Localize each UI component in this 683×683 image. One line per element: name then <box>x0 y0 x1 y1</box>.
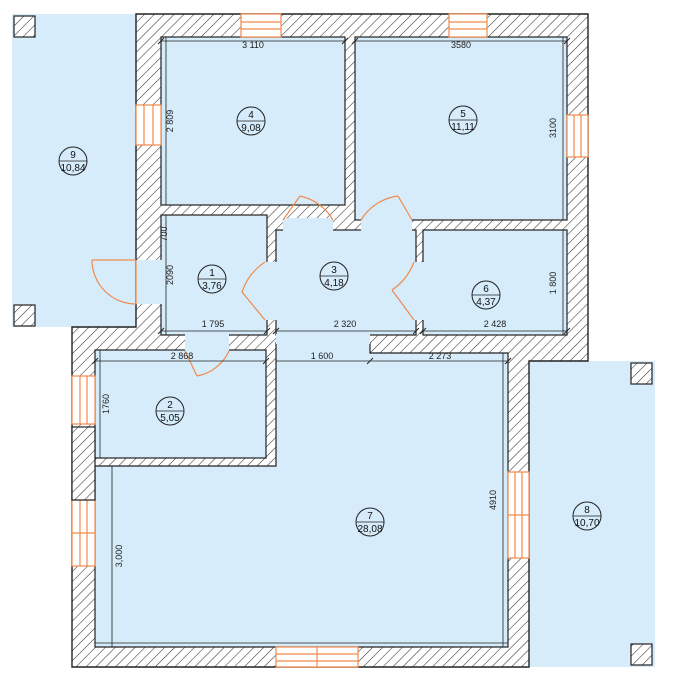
room-3-number: 3 <box>331 265 337 276</box>
dim-2809: 2 809 <box>165 110 175 133</box>
dim-1795: 1 795 <box>202 319 225 329</box>
door-room1 <box>241 261 266 321</box>
room-8-area-label: 10,70 <box>574 518 599 529</box>
window-top-right <box>448 13 488 38</box>
dim-2273: 2 273 <box>429 351 452 361</box>
door-openings <box>136 218 424 351</box>
room-7-area <box>94 342 509 648</box>
door-entrance <box>91 259 137 305</box>
dim-2868: 2 868 <box>171 351 194 361</box>
room-8-number: 8 <box>584 505 590 516</box>
room-1-area-label: 3,76 <box>202 281 222 292</box>
dim-1800: 1 800 <box>548 272 558 295</box>
dim-700: 700 <box>159 226 169 241</box>
dimension-labels: 3 110 3580 2 809 3100 700 2090 1 800 1 7… <box>101 40 558 567</box>
room-2-number: 2 <box>167 400 173 411</box>
doors <box>91 195 415 377</box>
room-6-area-label: 4,37 <box>476 297 496 308</box>
dim-2320: 2 320 <box>334 319 357 329</box>
room-label-3: 3 4,18 <box>319 261 349 291</box>
room-9-number: 9 <box>70 150 76 161</box>
room-label-1: 1 3,76 <box>197 264 227 294</box>
room-4-area-label: 9,08 <box>241 123 261 134</box>
room-2-area-label: 5,05 <box>160 413 180 424</box>
room-2-area <box>94 349 267 459</box>
room-7-area-label: 28,08 <box>357 524 382 535</box>
windows <box>71 13 589 668</box>
post-bottom-right <box>630 643 653 666</box>
post-top-right <box>630 362 653 385</box>
terrace-8 <box>529 361 655 667</box>
post-mid-left <box>13 304 36 327</box>
room-6-number: 6 <box>483 284 489 295</box>
dim-2090: 2090 <box>165 265 175 285</box>
room-9-area-label: 10,84 <box>60 163 85 174</box>
window-room5-right <box>566 114 589 158</box>
room-label-8: 8 10,70 <box>572 501 602 531</box>
dim-3000: 3,000 <box>114 545 124 568</box>
post-top-left <box>13 15 36 38</box>
terrace-posts <box>13 15 653 666</box>
door-room4 <box>282 195 334 221</box>
room-label-7: 7 28,08 <box>355 507 385 537</box>
room-label-4: 4 9,08 <box>236 106 266 136</box>
dim-2428: 2 428 <box>484 319 507 329</box>
room-label-5: 5 11,11 <box>448 105 478 135</box>
dimension-ticks <box>91 37 571 365</box>
room-1-number: 1 <box>209 268 215 279</box>
room-label-2: 2 5,05 <box>155 396 185 426</box>
room-label-6: 6 4,37 <box>471 280 501 310</box>
room-5-number: 5 <box>460 109 466 120</box>
room-6-area <box>422 229 568 336</box>
room-label-9: 9 10,84 <box>58 146 88 176</box>
window-room4-left <box>135 104 162 146</box>
dim-1760: 1760 <box>101 394 111 414</box>
room-7-number: 7 <box>367 511 373 522</box>
dim-3580: 3580 <box>451 40 471 50</box>
window-room2-left <box>71 375 96 425</box>
door-room6 <box>391 261 415 321</box>
door-room5 <box>360 195 413 221</box>
dimension-lines <box>95 37 567 647</box>
room-4-number: 4 <box>248 110 254 121</box>
dim-3110: 3 110 <box>242 40 264 50</box>
room-3-area-label: 4,18 <box>324 278 344 289</box>
room-5-area-label: 11,11 <box>451 122 475 133</box>
door-room2 <box>184 350 230 377</box>
terrace-9 <box>12 14 136 327</box>
window-top-left <box>240 13 282 38</box>
room-areas <box>94 36 568 648</box>
chimney <box>71 426 96 501</box>
dim-3100: 3100 <box>548 118 558 138</box>
dim-4910: 4910 <box>488 490 498 510</box>
dim-1600: 1 600 <box>311 351 334 361</box>
